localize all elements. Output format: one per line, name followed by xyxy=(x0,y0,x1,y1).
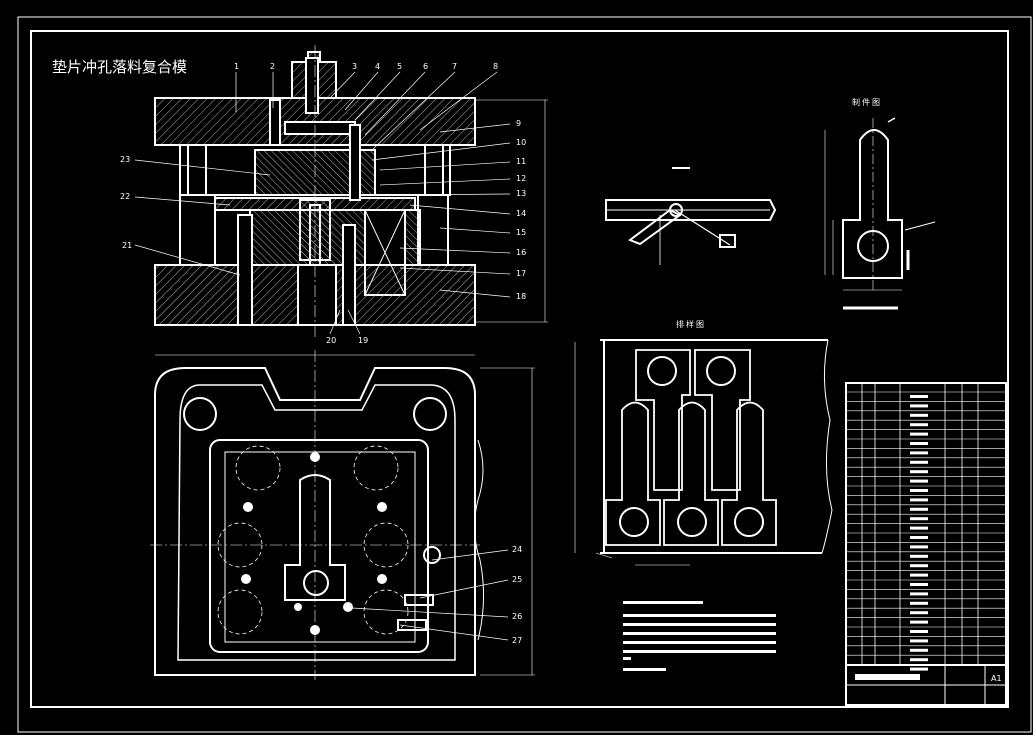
part-number-15: 15 xyxy=(516,228,526,237)
part-number-4: 4 xyxy=(375,62,380,71)
parts-list-cell-text xyxy=(910,489,928,492)
part-number-16: 16 xyxy=(516,248,526,257)
strip-layout-view xyxy=(574,339,833,566)
parts-list-cell-text xyxy=(910,460,928,464)
part-number-17: 17 xyxy=(516,269,526,278)
part-number-23: 23 xyxy=(120,155,130,164)
part-number-21: 21 xyxy=(122,241,132,250)
parts-list-cell-text xyxy=(910,611,928,615)
part-number-18: 18 xyxy=(516,292,526,301)
part-drawing-label: 制件图 xyxy=(852,98,882,107)
parts-list-cell-text xyxy=(910,658,928,662)
parts-list-cell-text xyxy=(910,413,928,417)
part-number-22: 22 xyxy=(120,192,130,201)
technical-notes xyxy=(623,601,776,671)
parts-list-cell-text xyxy=(910,479,928,483)
part-number-20: 20 xyxy=(326,336,336,345)
parts-list-cell-text xyxy=(910,573,928,577)
part-number-10: 10 xyxy=(516,138,526,147)
part-number-24: 24 xyxy=(512,545,522,554)
parts-list-cell-text xyxy=(910,554,928,558)
part-number-25: 25 xyxy=(512,575,522,584)
parts-list-cell-text xyxy=(910,639,928,643)
part-number-11: 11 xyxy=(516,157,526,166)
part-number-2: 2 xyxy=(270,62,275,71)
parts-list-cell-text xyxy=(910,517,928,521)
parts-list-cell-text xyxy=(910,498,928,502)
part-number-8: 8 xyxy=(493,62,498,71)
workpiece-view xyxy=(824,117,936,310)
parts-list-cell-text xyxy=(910,470,928,474)
parts-list-cell-text xyxy=(910,667,928,671)
part-detail-view xyxy=(605,167,777,265)
section-view xyxy=(154,45,548,340)
part-number-19: 19 xyxy=(358,336,368,345)
parts-list-cell-text xyxy=(910,526,928,530)
parts-list-cell-text xyxy=(910,451,928,455)
drawing-title: 垫片冲孔落料复合模 xyxy=(52,58,188,76)
parts-list-cell-text xyxy=(910,404,928,408)
part-number-3: 3 xyxy=(352,62,357,71)
part-number-14: 14 xyxy=(516,209,526,218)
parts-list-cell-text xyxy=(910,601,928,605)
layout-drawing-label: 排样图 xyxy=(676,320,706,329)
leader-lines xyxy=(134,71,511,641)
parts-list-cell-text xyxy=(910,507,928,511)
plan-view xyxy=(150,350,535,680)
sheet-size-label: A1 xyxy=(991,674,1002,683)
parts-list-cell-text xyxy=(910,564,928,568)
part-number-5: 5 xyxy=(397,62,402,71)
part-number-27: 27 xyxy=(512,636,522,645)
parts-list-cell-text xyxy=(910,545,928,549)
part-number-13: 13 xyxy=(516,189,526,198)
parts-list-cell-text xyxy=(910,583,928,586)
part-number-6: 6 xyxy=(423,62,428,71)
part-number-12: 12 xyxy=(516,174,526,183)
parts-list-cell-text xyxy=(910,432,928,436)
parts-list-cell-text xyxy=(910,592,928,596)
part-number-9: 9 xyxy=(516,119,521,128)
parts-list-table xyxy=(845,382,1007,706)
drawing-frame xyxy=(17,16,1032,733)
part-number-26: 26 xyxy=(512,612,522,621)
parts-list-cell-text xyxy=(910,648,928,652)
part-number-7: 7 xyxy=(452,62,457,71)
parts-list-cell-text xyxy=(910,423,928,427)
part-number-1: 1 xyxy=(234,62,239,71)
parts-list-cell-text xyxy=(910,620,928,624)
parts-list-cell-text xyxy=(910,395,928,398)
parts-list-cell-text xyxy=(910,442,928,445)
parts-list-cell-text xyxy=(910,536,928,539)
parts-list-cell-text xyxy=(910,630,928,633)
